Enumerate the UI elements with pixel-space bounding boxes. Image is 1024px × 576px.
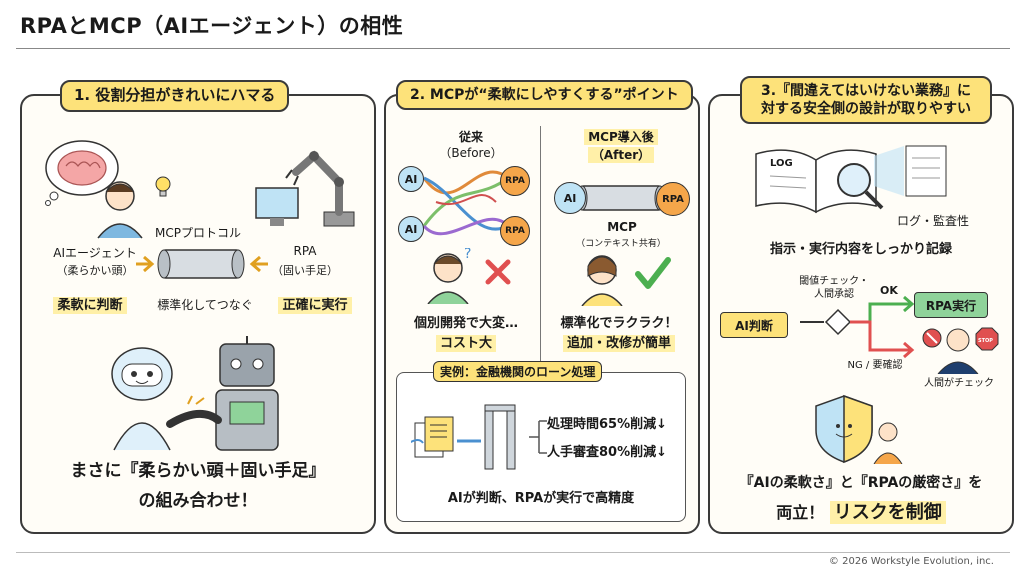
record-text: 指示・実行内容をしっかり記録 [769,242,952,257]
after-sub: （After） [587,147,655,163]
brain-bubble-icon [45,140,119,206]
after-mcp-label: MCP [607,220,637,234]
accurate-label: 正確に実行 [278,297,352,314]
human-stop-icon [922,327,999,374]
before-after-divider [540,126,541,362]
before-rpa-node-1: RPA [500,166,530,196]
robots-handshake-icon [111,336,279,451]
panel3-bottom-line2a: 両立！ [776,503,825,522]
after-text1: 標準化でラクラク！ [560,316,678,331]
after-rpa-node: RPA [656,182,690,216]
after-label: MCP導入後 [584,129,658,145]
before-rpa-node-2: RPA [500,216,530,246]
case-bottom: AIが判断、RPAが実行で高精度 [447,491,635,506]
copyright: © 2026 Workstyle Evolution, inc. [828,556,994,567]
agent-sub: （柔らかい頭） [56,264,134,277]
case-study-box: 実例：金融機関のローン処理 処理時間65%削減↓ 人手審査80%削減↓ AIが判… [396,361,686,522]
human-check-label: 人間がチェック [924,378,994,389]
panel-safety-design: 3.『間違えてはいけない業務』に対する安全側の設計が取りやすい LOG ログ・監… [708,76,1014,534]
panel1-bottom-line2: の組み合わせ！ [138,491,258,511]
before-label: 従来 [458,130,483,144]
robot-arm-icon [255,150,355,227]
panel2-title: 2. MCPが“柔軟にしやすくする”ポイント [396,80,693,111]
log-label: LOG [770,158,793,169]
before-sub: （Before） [439,146,503,160]
decision-flow-icon [800,295,915,359]
rpa-label: RPA [293,244,317,258]
panel-role-division: 1. 役割分担がきれいにハマる AIエージェント （柔らかい頭） MCPプロトコ… [20,80,376,534]
agent-label: AIエージェント [53,246,137,260]
case-line1: 処理時間65%削減↓ [547,417,668,432]
rpa-exec-box: RPA実行 [914,292,988,318]
person-thinking-icon [97,181,143,239]
before-text1: 個別開発で大変… [413,316,518,331]
page-title: RPAとMCP（AIエージェント）の相性 [20,14,404,38]
title-divider [16,48,1010,49]
lightbulb-icon [155,176,171,197]
mcp-pipe-icon [136,249,268,279]
case-line2: 人手審査80%削減↓ [547,445,668,460]
shield-person-icon [815,394,903,464]
ai-judge-box: AI判断 [720,312,788,338]
panel-mcp-flexibility: 2. MCPが“柔軟にしやすくする”ポイント 従来 （Before） MCP導入… [384,80,700,534]
after-text2: 追加・改修が簡単 [562,335,675,352]
confused-person-icon: ? [427,248,511,304]
panel3-bottom-line2b: リスクを制御 [829,501,946,524]
before-ai-node-2: AI [398,216,424,242]
standardize-label: 標準化してつなぐ [157,298,253,312]
before-text2: コスト大 [435,335,496,352]
documents-gate-icon [411,404,516,470]
panel1-bottom-line1: まさに『柔らかい頭＋固い手足』 [70,461,326,481]
stop-label: STOP [978,338,993,344]
after-mcp-sub: （コンテキスト共有） [576,239,666,249]
panel3-bottom-line1: 『AIの柔軟さ』と『RPAの厳密さ』を [739,475,983,491]
case-title: 実例：金融機関のローン処理 [433,361,603,382]
flex-judge-label: 柔軟に判断 [53,297,127,314]
log-caption: ログ・監査性 [896,214,969,228]
check-label-1: 閾値チェック・ [799,276,869,287]
panel1-title: 1. 役割分担がきれいにハマる [60,80,290,112]
rpa-sub: （固い手足） [272,264,338,277]
check-label-2: 人間承認 [814,289,854,300]
branch-arrows-icon [529,420,547,454]
ng-label: NG / 要確認 [847,360,903,371]
after-ai-node: AI [554,182,586,214]
log-book-magnifier-icon [755,145,947,214]
happy-person-icon [581,255,671,306]
svg-text:?: ? [464,248,471,262]
footer-divider [16,552,1010,553]
ok-label: OK [880,284,898,297]
before-ai-node-1: AI [398,166,424,192]
panel3-title: 3.『間違えてはいけない業務』に対する安全側の設計が取りやすい [740,76,992,125]
tangled-wires-icon [422,170,510,236]
protocol-label: MCPプロトコル [155,226,241,240]
